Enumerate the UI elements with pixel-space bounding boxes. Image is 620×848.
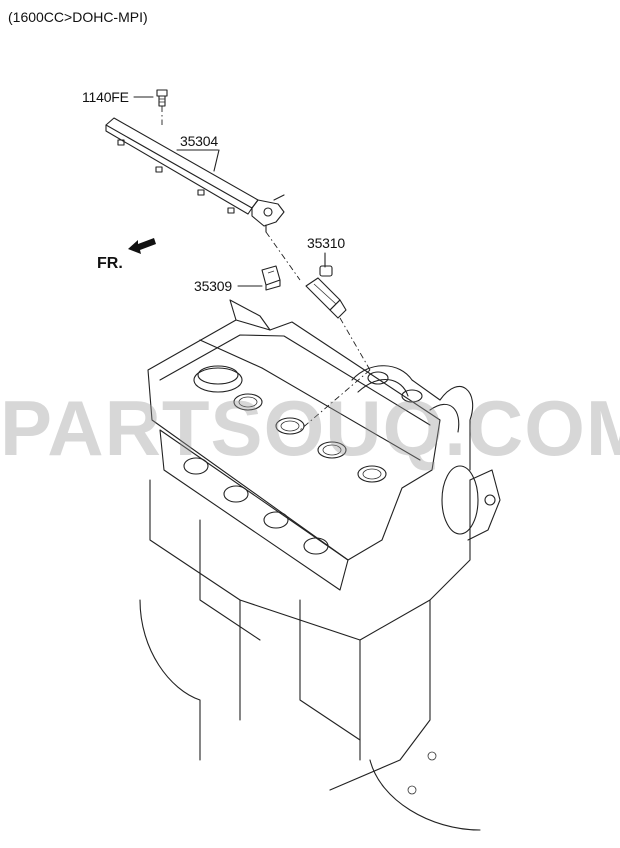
fuel-rail-part [105, 117, 301, 281]
leader-lines [133, 96, 326, 287]
label-front: FR. [97, 255, 123, 272]
clip-part [261, 265, 281, 291]
front-arrow-icon [128, 238, 156, 254]
label-injector[interactable]: 35310 [307, 235, 345, 251]
label-clip[interactable]: 35309 [194, 278, 232, 294]
injector-part [305, 265, 371, 371]
label-bolt[interactable]: 1140FE [82, 89, 129, 105]
label-fuel-rail[interactable]: 35304 [180, 133, 218, 149]
variant-header: (1600CC>DOHC-MPI) [8, 9, 148, 25]
engine-block [139, 299, 501, 831]
watermark: PARTSOUQ.COM [0, 384, 620, 472]
bolt-part [156, 89, 168, 125]
